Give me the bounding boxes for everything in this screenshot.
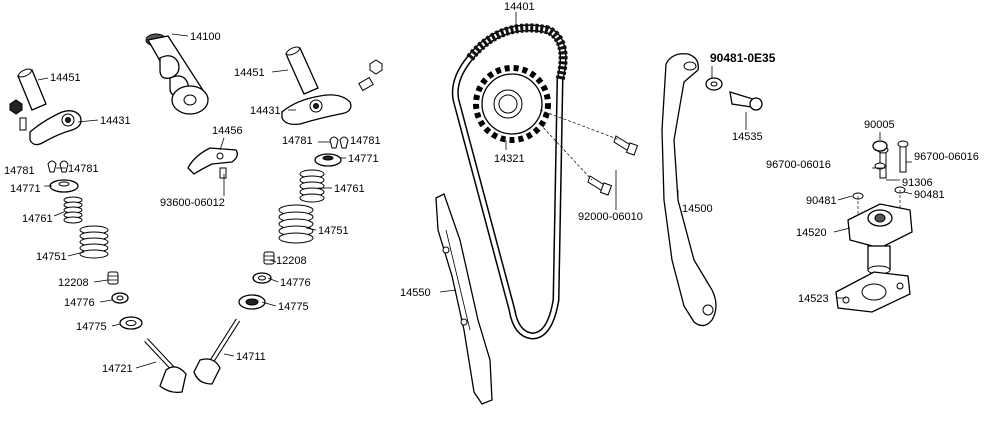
- label-12208-left: 12208: [58, 277, 89, 289]
- rocker-arm-left: [29, 110, 82, 146]
- guide-pivot-bolt: [729, 91, 763, 111]
- valve-intake: [144, 338, 187, 394]
- label-14550: 14550: [400, 287, 431, 299]
- label-90481-left: 90481: [806, 195, 837, 207]
- label-14771-left: 14771: [10, 183, 41, 195]
- tensioner-washers: [852, 186, 906, 216]
- label-14100: 14100: [190, 31, 221, 43]
- chain-tensioner-pad: [187, 147, 238, 175]
- label-14781-left-2: 14781: [68, 163, 99, 175]
- cam-chain-tensioner: [847, 203, 913, 275]
- label-14523: 14523: [798, 293, 829, 305]
- label-14761-right: 14761: [334, 183, 365, 195]
- label-14500: 14500: [682, 203, 713, 215]
- valve-guide-left: [119, 316, 143, 330]
- valve-exhaust: [193, 318, 241, 385]
- rocker-arm-right: [281, 94, 352, 126]
- adjuster-nut-left: [9, 99, 27, 131]
- valve-cotters-right: [329, 136, 349, 149]
- leader-lines: [37, 12, 913, 369]
- label-14751-right: 14751: [318, 225, 349, 237]
- valve-seal-right: [263, 251, 275, 265]
- rocker-shaft-left: [17, 68, 47, 111]
- label-14776-right: 14776: [280, 277, 311, 289]
- label-14456: 14456: [212, 125, 243, 137]
- label-14451-right: 14451: [234, 67, 265, 79]
- outer-spring-right: [278, 204, 314, 244]
- bolt-small: [219, 167, 227, 179]
- label-14781-right-1: 14781: [282, 135, 313, 147]
- valve-cotters-left: [47, 160, 69, 173]
- label-14431-right: 14431: [250, 105, 281, 117]
- label-91306: 91306: [902, 177, 933, 189]
- label-90481-0E35: 90481-0E35: [710, 51, 776, 65]
- label-14401: 14401: [504, 1, 535, 13]
- spring-retainer-left: [49, 179, 79, 193]
- label-14776-left: 14776: [64, 297, 95, 309]
- camshaft: [145, 33, 209, 115]
- cam-sprocket: [473, 65, 551, 143]
- label-14781-right-2: 14781: [350, 135, 381, 147]
- chain-guide-front: [435, 193, 493, 405]
- label-12208-right: 12208: [276, 255, 307, 267]
- label-14761-left: 14761: [22, 213, 53, 225]
- spring-seat-right: [252, 272, 272, 284]
- label-14431-left: 14431: [100, 115, 131, 127]
- label-93600-06012: 93600-06012: [160, 197, 225, 209]
- label-14711: 14711: [236, 351, 266, 363]
- label-92000-06010: 92000-06010: [578, 211, 643, 223]
- label-14520: 14520: [796, 227, 827, 239]
- valve-seal-left: [107, 271, 119, 285]
- valve-guide-right: [238, 294, 266, 310]
- label-14751-left: 14751: [36, 251, 67, 263]
- inner-spring-right: [299, 169, 325, 203]
- rocker-shaft-right: [285, 46, 319, 95]
- label-96700-06016-right: 96700-06016: [914, 151, 979, 163]
- adjuster-nut-right: [358, 59, 383, 92]
- spring-retainer-right: [314, 153, 342, 167]
- spring-seat-left: [111, 292, 129, 304]
- inner-spring-left: [63, 196, 83, 224]
- tensioner-cap-bolt: [872, 140, 888, 170]
- label-14775-right: 14775: [278, 301, 309, 313]
- label-14321: 14321: [494, 153, 525, 165]
- sprocket-bolts: [539, 109, 639, 196]
- label-14721: 14721: [102, 363, 133, 375]
- label-14775-left: 14775: [76, 321, 107, 333]
- label-14781-left-1: 14781: [4, 165, 35, 177]
- cam-chain: [451, 23, 568, 340]
- label-90481-right: 90481: [914, 189, 945, 201]
- label-14451-left: 14451: [50, 72, 81, 84]
- tensioner-gasket: [835, 271, 911, 313]
- label-90005: 90005: [864, 119, 895, 131]
- label-14535: 14535: [732, 131, 763, 143]
- part-labels: 14401 14100 14451 14451 14431 14431 1445…: [4, 1, 979, 375]
- chain-tensioner-guide: [661, 53, 717, 327]
- outer-spring-left: [79, 225, 109, 259]
- label-14771-right: 14771: [348, 153, 379, 165]
- guide-washer: [705, 77, 723, 91]
- label-96700-06016-left: 96700-06016: [766, 159, 831, 171]
